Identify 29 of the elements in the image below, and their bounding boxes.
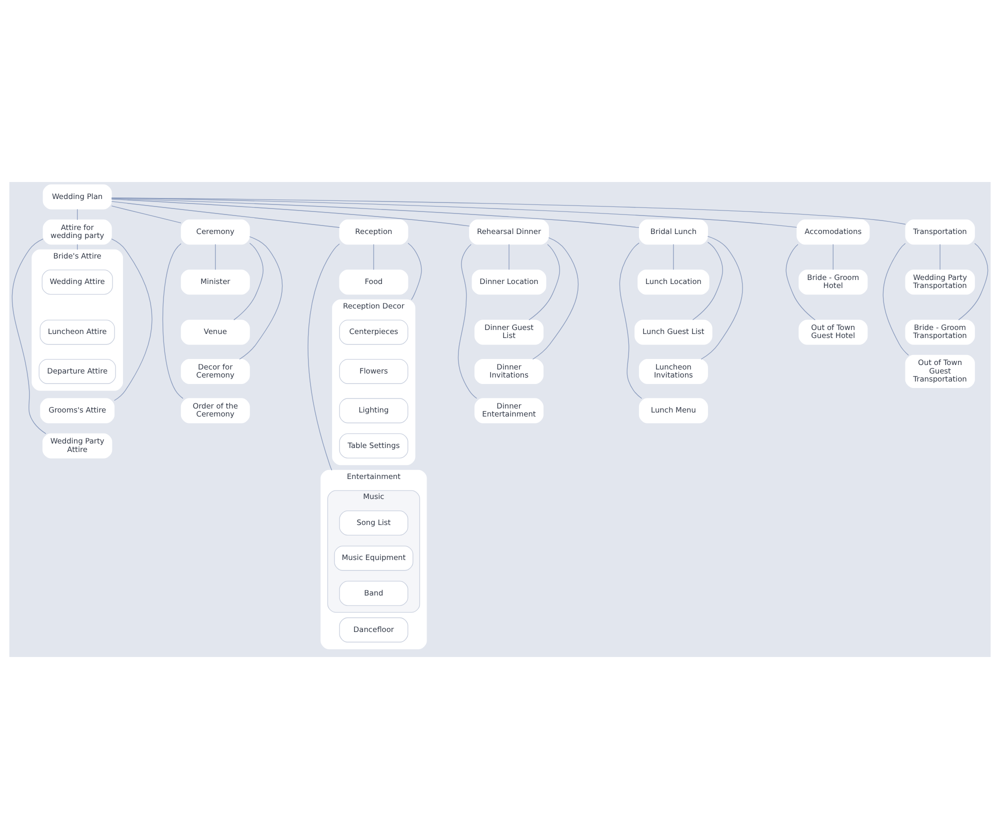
connector xyxy=(508,243,509,270)
connector xyxy=(372,243,374,270)
connector xyxy=(110,238,152,400)
connector xyxy=(307,243,340,470)
connector xyxy=(110,197,797,228)
connector xyxy=(700,235,742,360)
connector xyxy=(939,243,940,270)
connector xyxy=(214,243,216,270)
connector xyxy=(785,243,815,320)
connector xyxy=(110,198,639,228)
connector xyxy=(618,242,642,398)
connector xyxy=(110,200,340,228)
connector xyxy=(958,242,988,320)
connector xyxy=(832,243,833,270)
connector xyxy=(532,236,578,360)
connector xyxy=(162,242,183,398)
connector xyxy=(238,236,282,360)
connector xyxy=(882,242,908,356)
connector xyxy=(692,241,722,320)
connector xyxy=(110,198,470,226)
connector xyxy=(528,244,560,320)
connector xyxy=(110,197,906,224)
connector xyxy=(457,244,477,398)
connector xyxy=(110,205,181,223)
connector xyxy=(11,238,46,434)
connector xyxy=(407,242,422,300)
connector xyxy=(76,208,78,220)
connector xyxy=(672,243,674,270)
connector xyxy=(233,242,263,320)
